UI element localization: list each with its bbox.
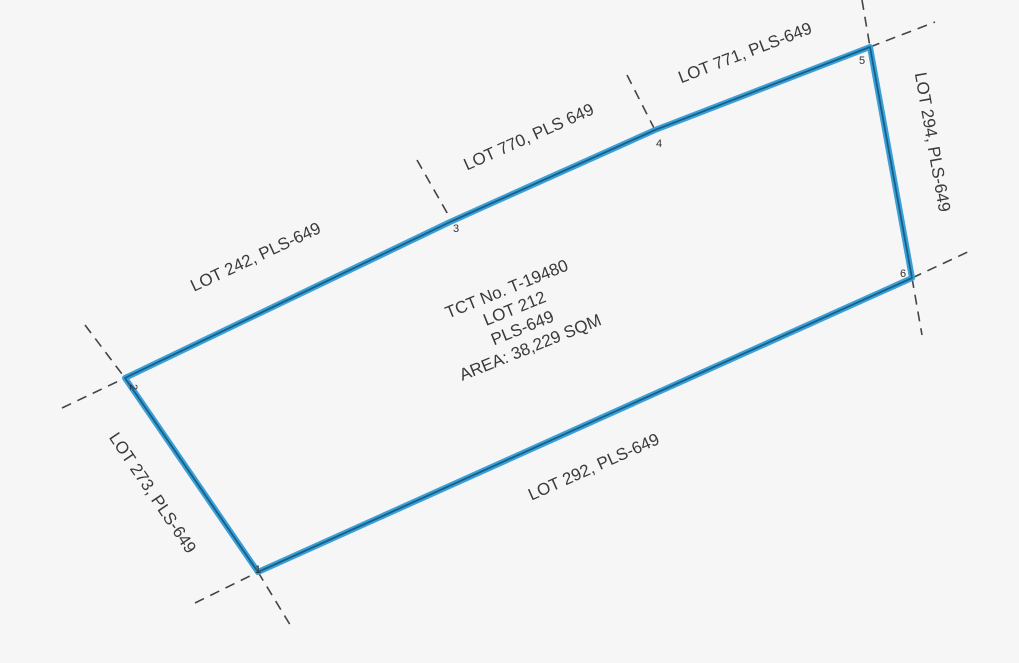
lot-title-block: TCT No. T-19480 LOT 212 PLS-649 AREA: 38… <box>443 256 604 385</box>
label-lot-294: LOT 294, PLS-649 <box>911 71 954 214</box>
corner-6: 6 <box>900 268 906 280</box>
corner-3: 3 <box>453 223 459 235</box>
label-lot-273: LOT 273, PLS-649 <box>105 429 200 557</box>
corner-4: 4 <box>656 138 662 150</box>
corner-5: 5 <box>859 55 865 67</box>
lot-boundary <box>124 46 913 573</box>
dashed-extensions <box>61 0 973 629</box>
label-lot-242: LOT 242, PLS-649 <box>188 219 324 296</box>
corner-2: 2 <box>127 384 139 390</box>
corner-1: 1 <box>255 564 261 576</box>
